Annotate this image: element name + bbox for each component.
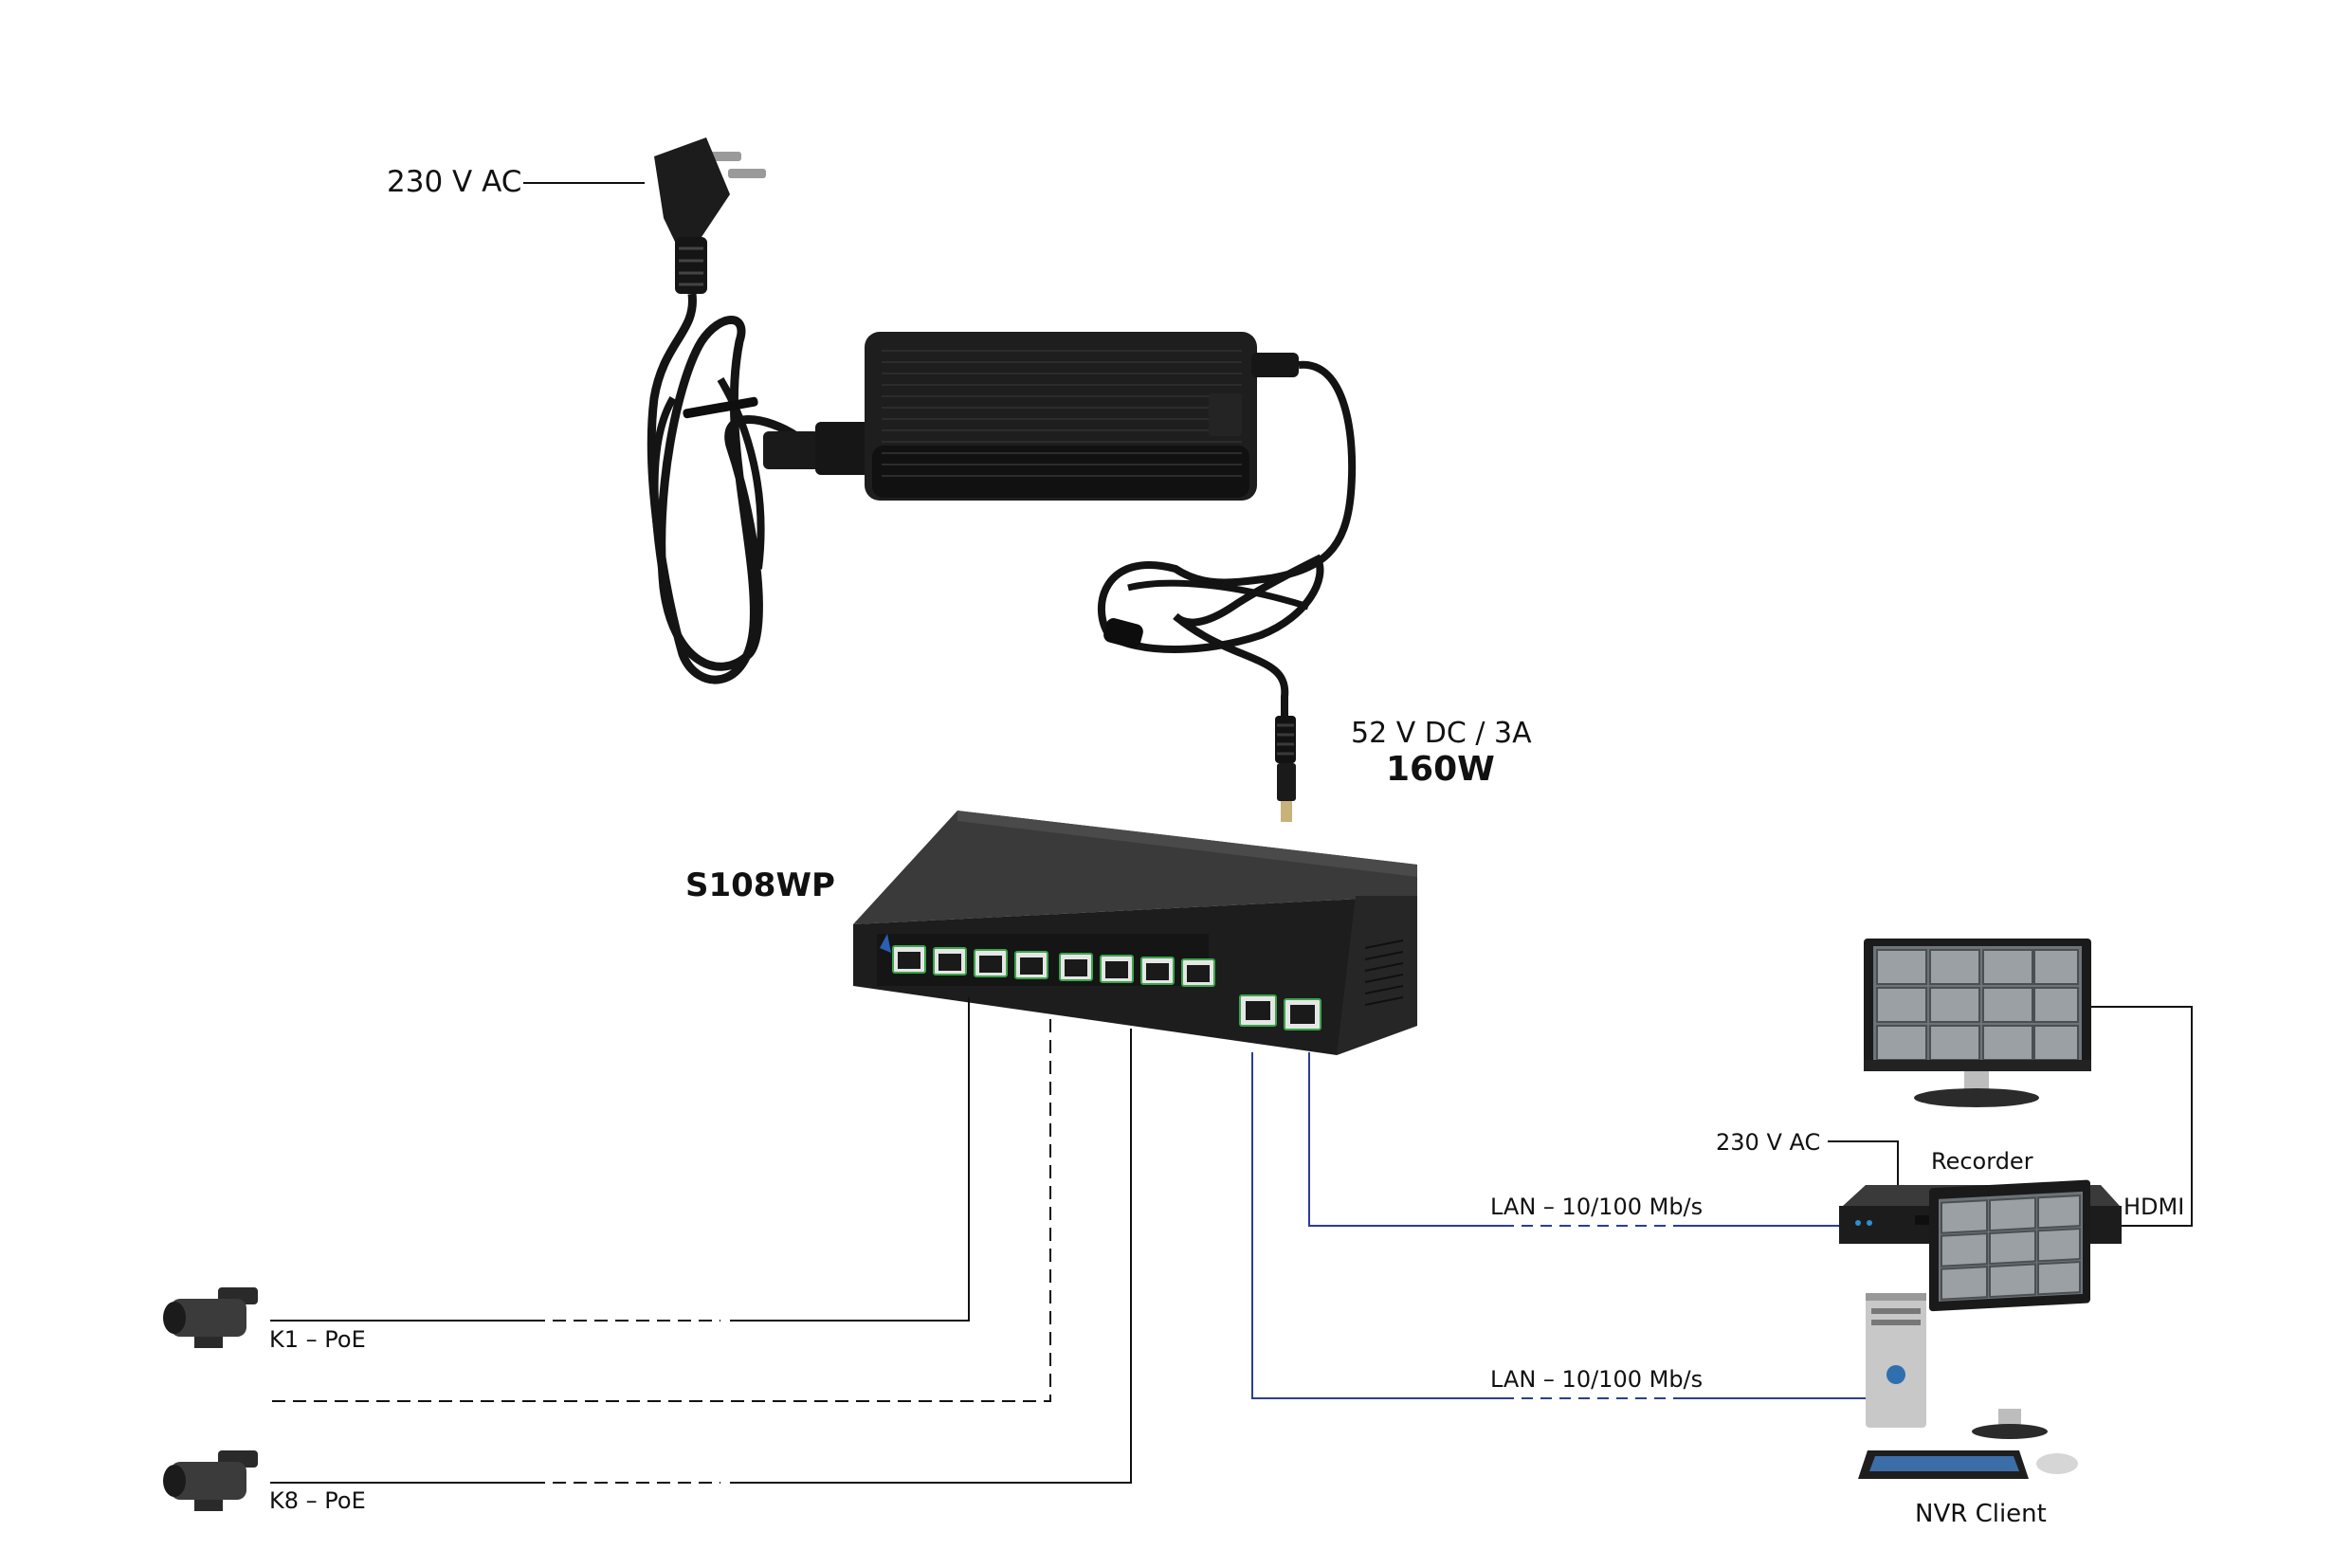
power-supply	[647, 137, 1357, 822]
recorder-power-label: 230 V AC	[1716, 1129, 1820, 1156]
camera-k1-label: K1 – PoE	[269, 1326, 366, 1353]
camera-connections	[270, 997, 1132, 1484]
dc-output-label: 52 V DC / 3A	[1351, 717, 1532, 750]
mains-plug-icon	[654, 137, 766, 294]
dc-cord	[1098, 360, 1357, 716]
recorder-power-line	[1828, 1140, 1899, 1185]
poe-switch	[853, 811, 1417, 1055]
switch-port-panel	[877, 934, 1321, 1030]
switch-model-label: S108WP	[685, 866, 835, 904]
nvr-client-label: NVR Client	[1915, 1500, 2047, 1528]
camera-k8-label: K8 – PoE	[269, 1487, 366, 1514]
mains-input-label: 230 V AC	[387, 165, 521, 199]
hdmi-connection	[2091, 1006, 2193, 1227]
camera-k8-icon	[163, 1450, 258, 1511]
recorder-label: Recorder	[1931, 1148, 2033, 1175]
lan-recorder-label: LAN – 10/100 Mb/s	[1490, 1194, 1703, 1220]
monitor-icon	[1864, 939, 2091, 1107]
hdmi-label: HDMI	[2123, 1194, 2184, 1220]
ac-cord	[647, 293, 836, 684]
power-rating-label: 160W	[1386, 750, 1495, 789]
lan-client-label: LAN – 10/100 Mb/s	[1490, 1366, 1703, 1393]
lan-connections	[1251, 1052, 1868, 1399]
camera-k1-icon	[163, 1287, 258, 1348]
nvr-client-computer-icon	[1858, 1179, 2090, 1479]
brand-logo-icon	[880, 934, 891, 953]
